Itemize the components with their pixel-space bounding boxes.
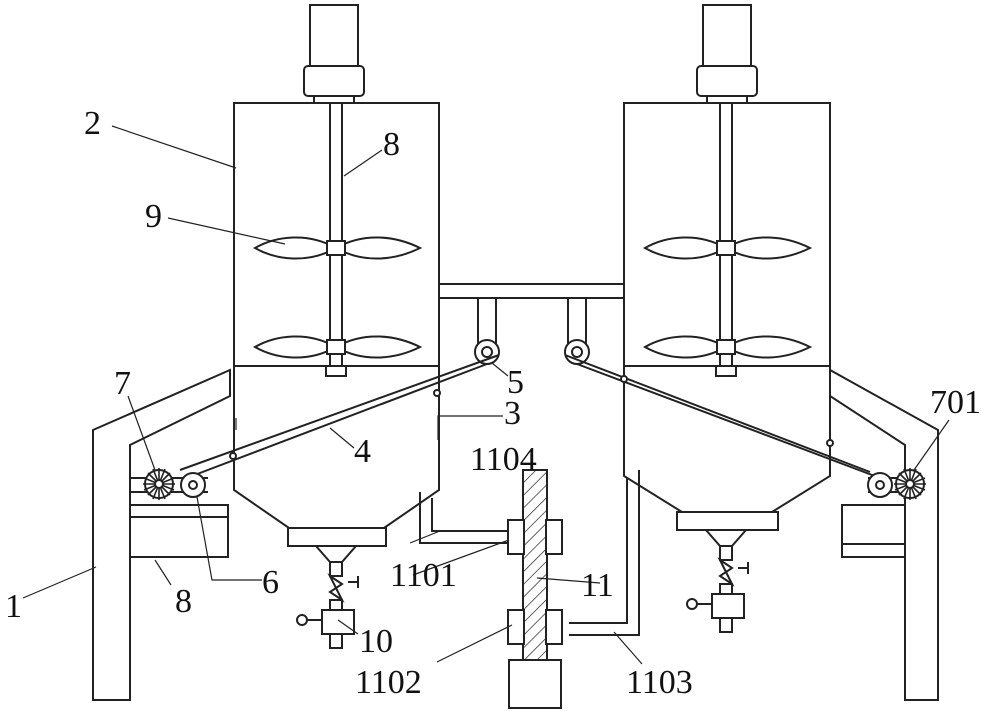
label-3: 3 [504, 395, 521, 432]
label-8-box: 8 [175, 583, 192, 620]
pump-motor [508, 659, 562, 709]
left-hopper [233, 365, 440, 529]
label-5: 5 [507, 364, 524, 401]
right-hopper [623, 365, 831, 513]
lower-right-block [545, 609, 563, 645]
left-discharge-valve [296, 545, 359, 649]
label-8-shaft: 8 [383, 126, 400, 163]
right-brush-roller [894, 468, 926, 500]
left-motor [309, 4, 359, 68]
screw-rod [522, 469, 548, 661]
right-collection-box [841, 504, 906, 558]
label-1104: 1104 [470, 441, 537, 478]
left-mixing-tank [233, 4, 440, 547]
left-brush-assembly [129, 468, 229, 558]
right-brush-assembly [841, 468, 926, 558]
label-1103: 1103 [626, 664, 693, 701]
connecting-beam [438, 283, 625, 365]
label-4: 4 [354, 433, 371, 470]
pipes [419, 470, 640, 636]
label-1102: 1102 [355, 664, 422, 701]
right-motor-reducer [696, 65, 758, 97]
right-upper-chamber [623, 102, 831, 367]
label-9: 9 [145, 198, 162, 235]
right-motor [702, 4, 752, 68]
left-collection-box [129, 504, 229, 558]
left-upper-chamber [233, 102, 440, 367]
label-701: 701 [930, 384, 981, 421]
label-1: 1 [5, 588, 22, 625]
left-outlet-flange [287, 527, 387, 547]
lower-left-block [507, 609, 525, 645]
right-mixing-tank [623, 4, 831, 531]
right-outlet-flange [676, 511, 779, 531]
upper-left-block [507, 519, 525, 555]
leader-lines [22, 125, 950, 665]
reference-labels: 2 8 9 5 4 3 7 701 1104 6 8 1 1101 11 10 … [5, 105, 981, 701]
left-motor-reducer [303, 65, 365, 97]
label-11: 11 [581, 567, 614, 604]
upper-right-block [545, 519, 563, 555]
label-2: 2 [84, 105, 101, 142]
label-1101: 1101 [390, 557, 457, 594]
left-brush-roller [143, 468, 175, 500]
right-discharge-valve [686, 529, 749, 633]
wire-ropes [179, 354, 881, 479]
label-6: 6 [262, 564, 279, 601]
label-7: 7 [114, 365, 131, 402]
label-10: 10 [359, 623, 393, 660]
central-pump-unit [507, 469, 563, 709]
